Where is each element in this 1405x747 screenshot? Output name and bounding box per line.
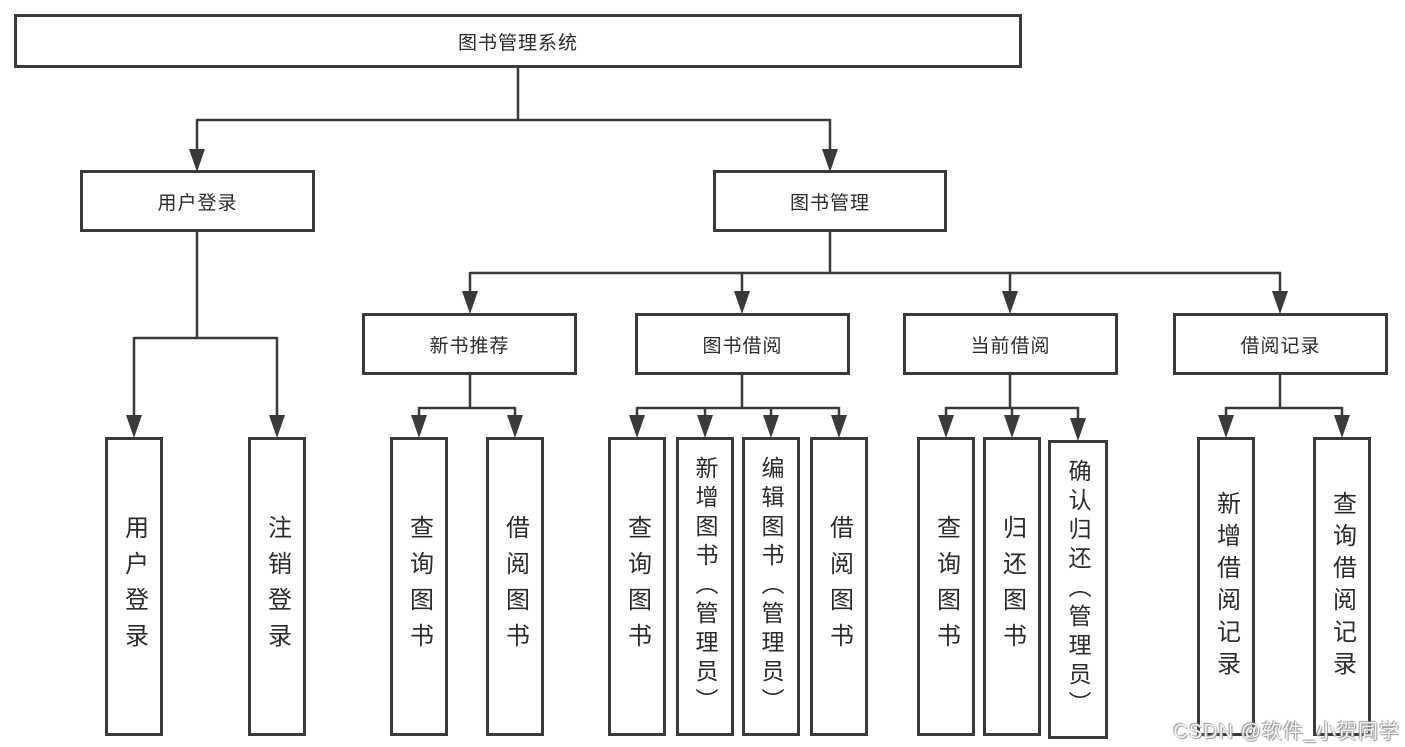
- leaf-label: 借阅图书: [825, 514, 853, 659]
- leaf-borrow-books: 借阅图书: [810, 437, 868, 736]
- leaf-edit-books-admin: 编辑图书（管理员）: [742, 437, 800, 736]
- leaf-label: 用户登录: [120, 514, 148, 659]
- leaf-borrow-books: 借阅图书: [486, 437, 544, 736]
- leaf-return-books: 归还图书: [983, 437, 1041, 736]
- leaf-label: 借阅图书: [501, 514, 529, 659]
- node-borrow-records: 借阅记录: [1173, 313, 1388, 375]
- node-current-borrow: 当前借阅: [903, 313, 1118, 375]
- leaf-query-borrow-record: 查询借阅记录: [1313, 437, 1371, 736]
- arrowheads: [126, 149, 1350, 441]
- leaf-label: 编辑图书（管理员）: [758, 456, 784, 717]
- leaf-label: 查询图书: [623, 514, 651, 659]
- leaf-label: 注销登录: [263, 514, 291, 659]
- leaf-label: 新增借阅记录: [1212, 490, 1240, 683]
- leaf-label: 查询图书: [932, 514, 960, 659]
- node-label: 图书借阅: [702, 335, 783, 357]
- leaf-add-books-admin: 新增图书（管理员）: [676, 437, 734, 736]
- csdn-watermark: CSDN @软件_小贺同学: [1173, 721, 1400, 743]
- leaf-add-borrow-record: 新增借阅记录: [1197, 437, 1255, 736]
- node-label: 图书管理系统: [457, 32, 578, 54]
- leaf-label: 查询图书: [405, 514, 433, 659]
- leaf-label: 查询借阅记录: [1328, 490, 1356, 683]
- node-label: 图书管理: [789, 192, 870, 214]
- leaf-user-login: 用户登录: [105, 437, 163, 736]
- leaf-query-books: 查询图书: [390, 437, 448, 736]
- leaf-label: 确认归还（管理员）: [1065, 459, 1091, 720]
- node-new-book-recommend: 新书推荐: [362, 313, 577, 375]
- leaf-query-books: 查询图书: [608, 437, 666, 736]
- node-label: 借阅记录: [1240, 335, 1321, 357]
- leaf-logout: 注销登录: [248, 437, 306, 736]
- node-book-borrow: 图书借阅: [635, 313, 850, 375]
- node-label: 用户登录: [157, 192, 238, 214]
- leaf-confirm-return-admin: 确认归还（管理员）: [1048, 440, 1108, 739]
- node-label: 当前借阅: [970, 335, 1051, 357]
- leaf-query-books: 查询图书: [917, 437, 975, 736]
- node-library-management-system: 图书管理系统: [14, 14, 1022, 68]
- leaf-label: 归还图书: [998, 514, 1026, 659]
- node-book-management: 图书管理: [713, 170, 947, 232]
- node-user-login: 用户登录: [80, 170, 315, 232]
- node-label: 新书推荐: [429, 335, 510, 357]
- leaf-label: 新增图书（管理员）: [692, 456, 718, 717]
